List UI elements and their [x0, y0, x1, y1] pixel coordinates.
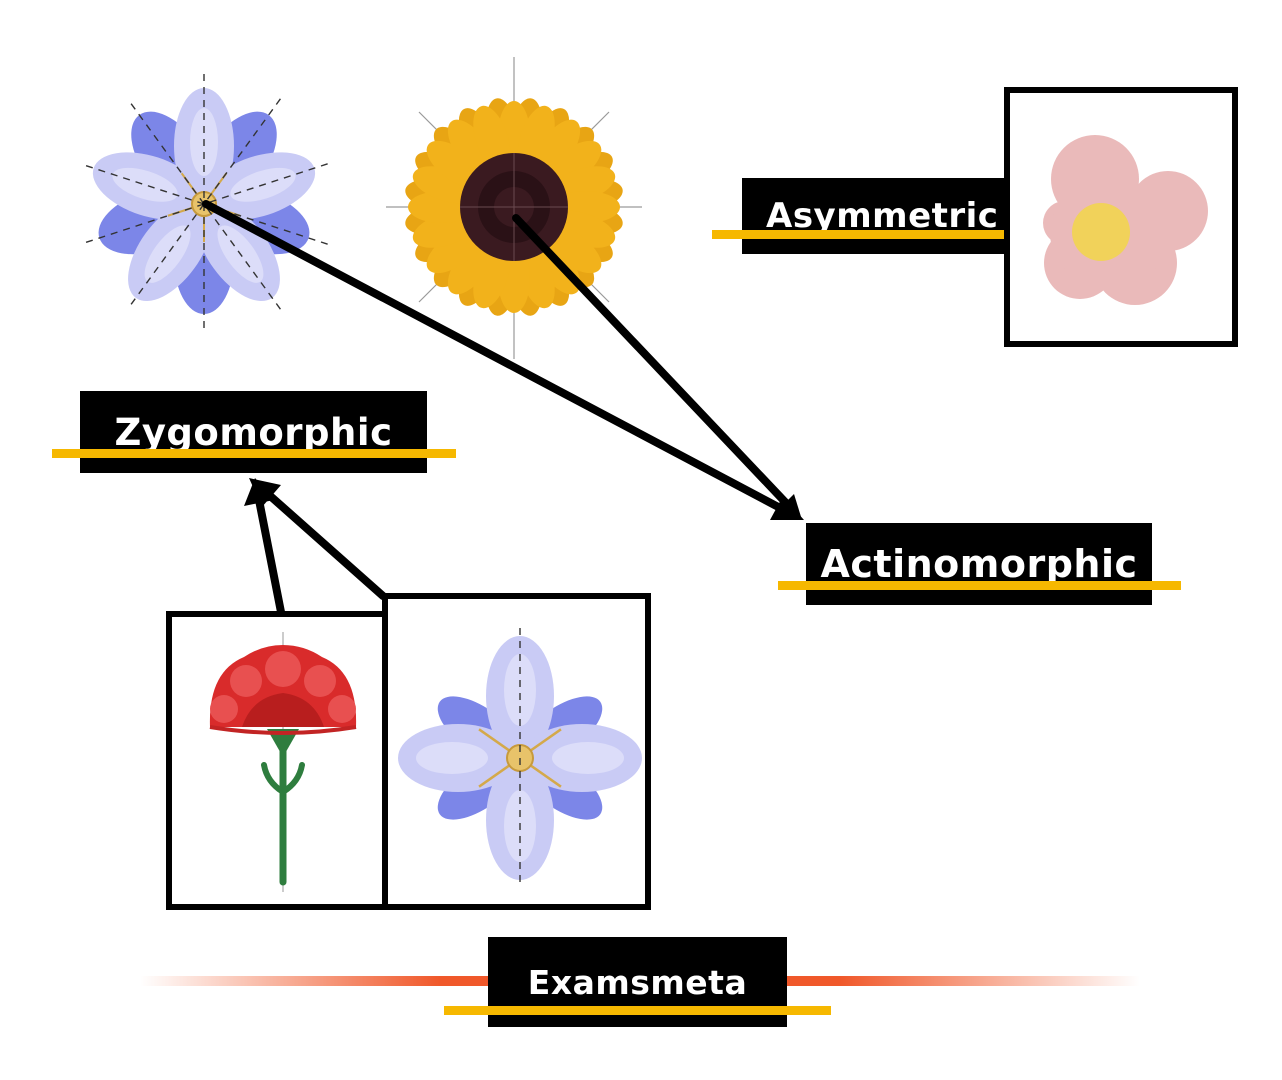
- zygomorphic-stripe: [52, 449, 456, 458]
- carnation-frame: [166, 611, 388, 910]
- zygomorphic-label-text: Zygomorphic: [114, 410, 393, 454]
- zygomorphic-label: Zygomorphic: [80, 391, 427, 473]
- brand-label-text: Examsmeta: [527, 962, 748, 1002]
- asymmetric-stripe: [712, 230, 1012, 239]
- brand-stripe: [444, 1006, 831, 1015]
- bilateral-flower-with-symmetry-line: [398, 628, 642, 888]
- arrow-sunflower-to-actinomorphic: [512, 214, 802, 520]
- radial-flower-with-symmetry-lines: [82, 74, 328, 332]
- sunflower-with-symmetry-lines: [386, 57, 642, 359]
- carnation-flower: [209, 632, 357, 892]
- actinomorphic-label-text: Actinomorphic: [820, 542, 1138, 586]
- arrow-bilateral-flower-to-zygomorphic: [249, 478, 387, 600]
- bilateral-flower-frame: [382, 593, 651, 910]
- actinomorphic-stripe: [778, 581, 1181, 590]
- asymmetric-label: Asymmetric: [742, 178, 1012, 254]
- asymmetric-begonia-flower: [1043, 135, 1208, 305]
- actinomorphic-label: Actinomorphic: [806, 523, 1152, 605]
- asymmetric-label-text: Asymmetric: [766, 196, 999, 236]
- asymmetric-flower-frame: [1004, 87, 1238, 347]
